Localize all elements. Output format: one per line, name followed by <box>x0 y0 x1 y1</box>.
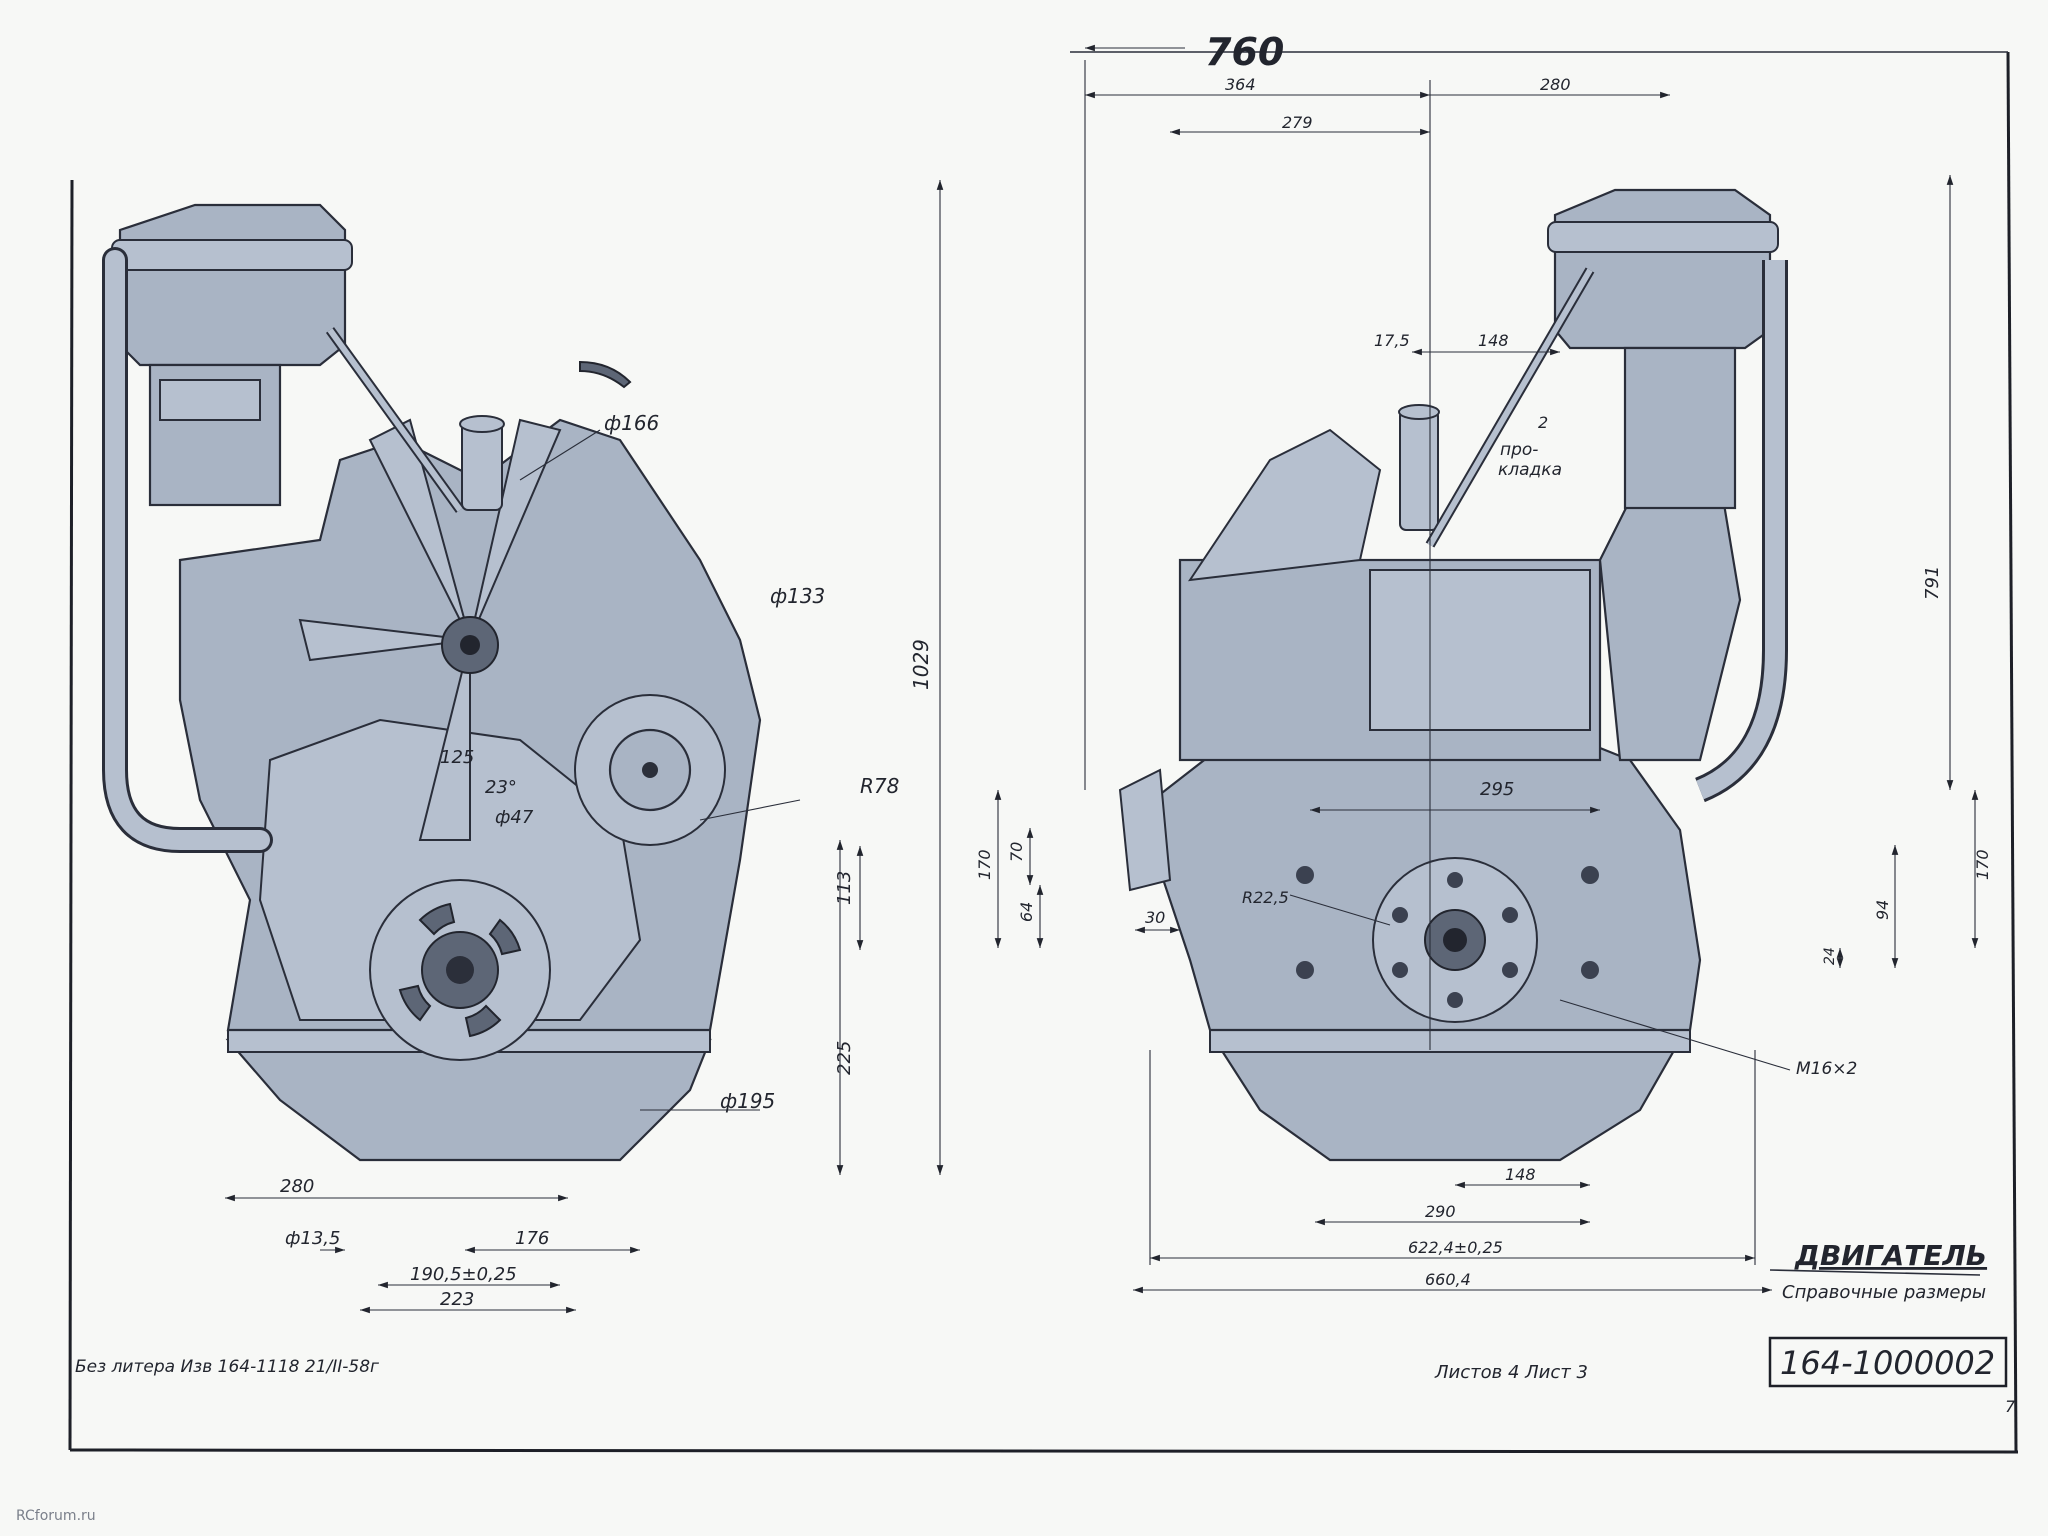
dim-190-5: 190,5±0,25 <box>410 1264 517 1285</box>
page-number: 7 <box>2005 1397 2016 1416</box>
dim-r22-5: R22,5 <box>1242 888 1289 907</box>
dim-23deg: 23° <box>485 777 517 798</box>
rear-oil-sump <box>1212 1038 1682 1162</box>
dim-d166: ф166 <box>604 411 659 435</box>
dim-30: 30 <box>1145 908 1165 927</box>
dim-1029: 1029 <box>909 639 933 690</box>
dim-176: 176 <box>515 1228 549 1249</box>
air-filter <box>118 203 347 367</box>
dim-m16x2: M16×2 <box>1796 1059 1857 1079</box>
dim-170-right: 170 <box>1973 849 1992 880</box>
dim-364: 364 <box>1225 75 1256 94</box>
dim-d195: ф195 <box>720 1089 775 1113</box>
note-gasket-line1: про- <box>1500 440 1538 460</box>
dim-64: 64 <box>1017 902 1036 922</box>
dim-223: 223 <box>440 1289 474 1310</box>
watermark: RCforum.ru <box>16 1508 96 1524</box>
dim-125: 125 <box>440 747 474 768</box>
dim-660-4: 660,4 <box>1425 1270 1471 1289</box>
filler-neck <box>461 419 503 511</box>
dim-290: 290 <box>1425 1202 1456 1221</box>
title-text: ДВИГАТЕЛЬ <box>1794 1239 1987 1272</box>
dim-760: 760 <box>1205 30 1284 74</box>
dim-113: 113 <box>834 871 855 905</box>
dim-148-bot: 148 <box>1505 1165 1536 1184</box>
front-view: ф166 ф133 R78 125 23° ф47 1029 113 225 ф… <box>102 180 944 1314</box>
dim-148-top: 148 <box>1478 331 1509 350</box>
dim-24: 24 <box>1822 947 1838 965</box>
dim-70: 70 <box>1007 842 1026 862</box>
rear-carburetor <box>1623 346 1737 510</box>
dim-225: 225 <box>834 1041 855 1075</box>
sheets-text: Листов 4 Лист 3 <box>1434 1362 1588 1383</box>
drawing-number: 164-1000002 <box>1780 1344 1995 1382</box>
dim-622-4: 622,4±0,25 <box>1408 1238 1503 1257</box>
dim-2: 2 <box>1538 413 1548 432</box>
rear-dimensions <box>994 44 1979 1294</box>
dim-d133: ф133 <box>770 584 825 608</box>
sheet-frame <box>68 51 2019 1454</box>
dim-280: 280 <box>280 1176 314 1197</box>
dim-d47: ф47 <box>495 807 534 828</box>
dim-r78: R78 <box>860 774 899 798</box>
dim-791: 791 <box>1922 566 1943 600</box>
note-gasket-line2: кладка <box>1498 460 1562 480</box>
dim-295: 295 <box>1480 779 1514 800</box>
dim-17-5: 17,5 <box>1374 331 1410 350</box>
rear-view: 760 364 280 279 17,5 148 2 про- кладка 7… <box>975 30 1992 1294</box>
dim-94: 94 <box>1873 900 1892 920</box>
dim-d13-5: ф13,5 <box>285 1228 340 1249</box>
dim-280-top: 280 <box>1540 75 1571 94</box>
title-block <box>1768 1269 2008 1388</box>
cooling-fan <box>298 418 562 841</box>
subtitle-text: Справочные размеры <box>1782 1282 1986 1303</box>
dim-170-left: 170 <box>975 849 994 880</box>
footer-left-text: Без литера Изв 164-1118 21/II-58г <box>75 1357 379 1377</box>
front-dimensions <box>225 180 944 1314</box>
dim-279: 279 <box>1282 113 1313 132</box>
